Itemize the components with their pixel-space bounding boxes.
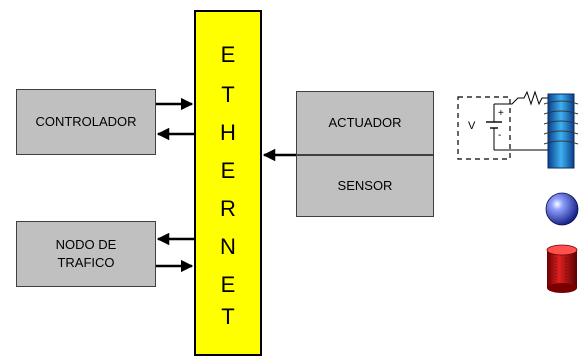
bus-letter: E: [220, 42, 236, 67]
voltage-source-box: [457, 96, 511, 160]
sphere-icon: [545, 192, 579, 226]
bus-letter: N: [220, 234, 236, 259]
bus-letter: E: [220, 158, 236, 183]
controlador-label: CONTROLADOR: [35, 114, 137, 129]
bus-letter: T: [221, 304, 235, 329]
battery-minus-label: -: [498, 130, 502, 141]
sensor-label: SENSOR: [337, 178, 393, 193]
bus-letter: R: [220, 196, 236, 221]
bus-letter: H: [220, 120, 236, 145]
ethernet-bus: E T H E R N E T: [194, 10, 262, 356]
actuador-label: ACTUADOR: [328, 115, 402, 130]
actuador-block: ACTUADOR: [296, 91, 434, 155]
nodo-trafico-block: NODO DE TRAFICO: [16, 221, 156, 287]
voltage-label: V: [468, 120, 476, 132]
nodo-trafico-label: NODO DE TRAFICO: [55, 237, 117, 270]
cylinder-icon: [546, 244, 578, 293]
bus-letter: E: [220, 272, 236, 297]
resistor-icon: [520, 90, 548, 106]
bus-letter: T: [221, 82, 235, 107]
battery-plus-label: +: [498, 108, 504, 119]
controlador-block: CONTROLADOR: [16, 89, 156, 155]
sensor-block: SENSOR: [296, 155, 434, 217]
